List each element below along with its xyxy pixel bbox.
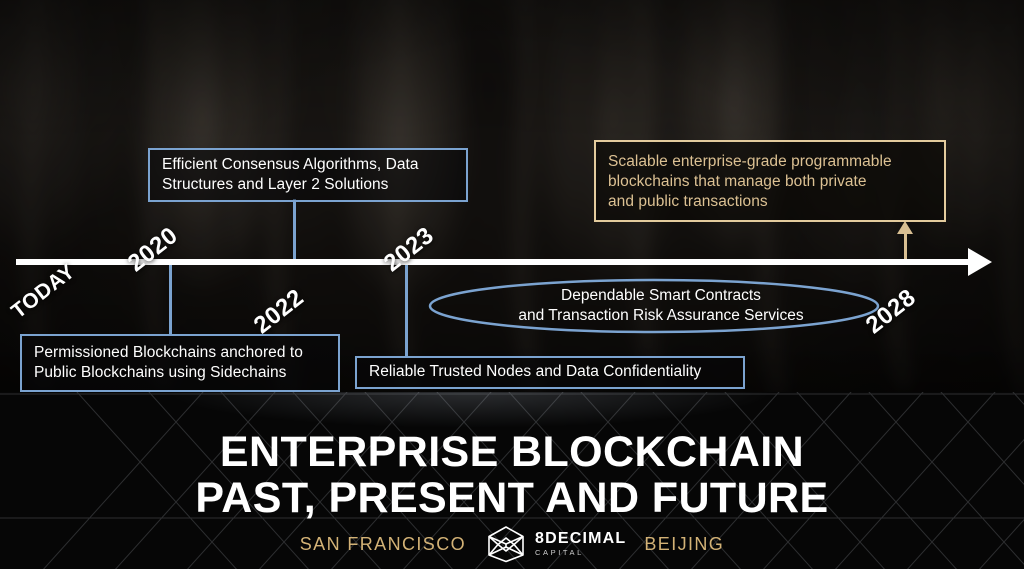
- brand-logo-name: 8DECIMAL: [535, 530, 627, 548]
- callout-efficient-consensus-line2: Structures and Layer 2 Solutions: [162, 176, 389, 193]
- gold-arrow-head-icon: [897, 221, 913, 234]
- callout-scalable-enterprise-line1: Scalable enterprise-grade programmable: [608, 153, 892, 170]
- timeline-arrow-icon: [968, 248, 992, 276]
- ellipse-outline-shape: [428, 278, 880, 334]
- gold-arrow-stem: [904, 232, 907, 264]
- footer-city-san-francisco: SAN FRANCISCO: [299, 533, 466, 554]
- callout-reliable-trusted-nodes[interactable]: Reliable Trusted Nodes and Data Confiden…: [355, 356, 745, 389]
- footer-city-beijing: BEIJING: [644, 533, 725, 554]
- callout-dependable-smart-contracts-line2: and Transaction Risk Assurance Services: [518, 307, 804, 324]
- callout-reliable-trusted-nodes-line1: Reliable Trusted Nodes and Data Confiden…: [369, 363, 702, 381]
- brand-logo-subtitle: CAPITAL: [535, 548, 584, 558]
- callout-permissioned-blockchains[interactable]: Permissioned Blockchains anchored to Pub…: [20, 334, 340, 392]
- callout-scalable-enterprise[interactable]: Scalable enterprise-grade programmable b…: [594, 140, 946, 222]
- callout-dependable-smart-contracts-line1: Dependable Smart Contracts: [561, 286, 761, 304]
- page-title-line2: PAST, PRESENT AND FUTURE: [195, 473, 829, 522]
- footer-row: SAN FRANCISCO 8DECIMAL CAPITAL BEI: [0, 524, 1024, 564]
- callout-scalable-enterprise-line2: blockchains that manage both private: [608, 173, 867, 191]
- timeline-axis: [16, 259, 976, 265]
- hexagonal-cube-icon: [488, 526, 524, 563]
- connector-2022-up: [293, 199, 296, 262]
- brand-logo[interactable]: 8DECIMAL CAPITAL: [484, 524, 626, 564]
- title-block: ENTERPRISE BLOCKCHAIN PAST, PRESENT AND …: [0, 428, 1024, 522]
- callout-dependable-smart-contracts-text: Dependable Smart Contracts and Transacti…: [428, 278, 880, 334]
- callout-scalable-enterprise-line3: and public transactions: [608, 193, 768, 211]
- callout-efficient-consensus[interactable]: Efficient Consensus Algorithms, Data Str…: [148, 148, 468, 202]
- callout-permissioned-blockchains-line1: Permissioned Blockchains anchored to: [34, 343, 303, 361]
- connector-2023-down: [405, 263, 408, 356]
- callout-permissioned-blockchains-line2: Public Blockchains using Sidechains: [34, 364, 287, 381]
- bottom-panel: [0, 392, 1024, 569]
- callout-permissioned-blockchains-text: Permissioned Blockchains anchored to Pub…: [34, 343, 303, 383]
- page-title-line1: ENTERPRISE BLOCKCHAIN: [219, 428, 805, 476]
- connector-2020-down: [169, 263, 172, 335]
- callout-scalable-enterprise-text: Scalable enterprise-grade programmable b…: [608, 152, 892, 212]
- brand-logo-wordmark: 8DECIMAL CAPITAL: [535, 531, 626, 557]
- callout-dependable-smart-contracts[interactable]: Dependable Smart Contracts and Transacti…: [428, 278, 880, 334]
- triangular-mesh-pattern: [0, 392, 1024, 569]
- callout-efficient-consensus-text: Efficient Consensus Algorithms, Data Str…: [162, 155, 419, 195]
- callout-efficient-consensus-line1: Efficient Consensus Algorithms, Data: [162, 155, 419, 173]
- panel-top-glow: [0, 392, 1024, 452]
